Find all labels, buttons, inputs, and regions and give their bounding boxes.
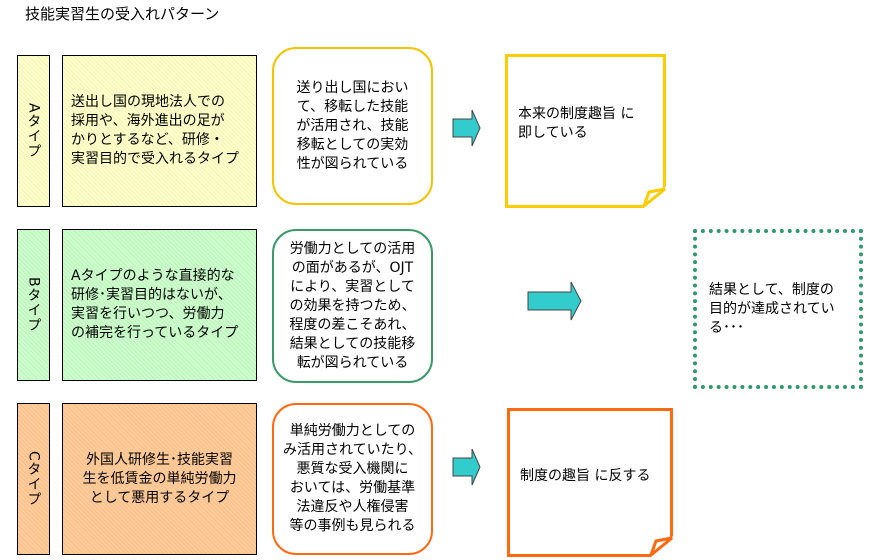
type-c-description: 外国人研修生･技能実習 生を低賃金の単純労働力 として悪用するタイプ <box>62 403 257 555</box>
type-a-description: 送出し国の現地法人での 採用や、海外進出の足が かりとするなど、研修・ 実習目的… <box>62 55 257 207</box>
type-b-label: Bタイプ <box>17 229 50 381</box>
type-a-result: 本来の制度趣旨 に 即している <box>505 54 666 208</box>
type-a-label: Aタイプ <box>17 55 50 207</box>
type-a-effect: 送り出し国におい て、移転した技能 が活用され、技能 移転としての実効 性が図ら… <box>272 47 433 205</box>
overall-result: 結果として、制度の 目的が達成されてい る･･･ <box>693 229 863 389</box>
arrow-right-icon <box>452 448 481 486</box>
type-c-label: Cタイプ <box>17 403 50 555</box>
type-c-effect: 単純労働力としての み活用されていたり、 悪質な受入機関に おいては、労働基準 … <box>272 403 433 555</box>
folded-corner-icon <box>648 536 673 557</box>
type-c-result: 制度の趣旨 に反する <box>507 408 673 557</box>
folded-corner-icon <box>641 187 666 208</box>
page-title: 技能実習生の受入れパターン <box>25 5 220 23</box>
type-b-description: Aタイプのような直接的な 研修･実習目的はないが、 実習を行いつつ、労働力 の補… <box>62 229 257 381</box>
arrow-right-icon <box>452 109 481 147</box>
type-b-effect: 労働力としての活用 の面があるが、OJT により、実習として の効果を持つため、… <box>272 229 433 383</box>
arrow-right-icon <box>527 281 582 321</box>
